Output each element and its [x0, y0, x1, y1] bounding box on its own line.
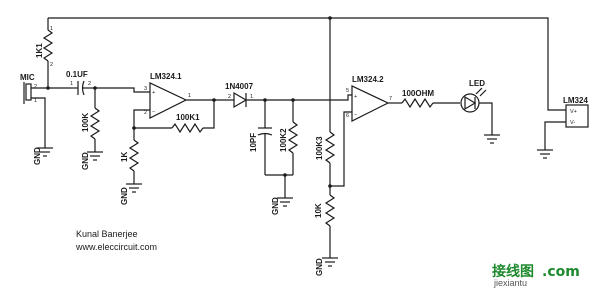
label-100ohm: 100OHM: [402, 89, 434, 98]
label-100k3: 100K3: [315, 136, 324, 160]
top-supply-rail: [48, 17, 566, 111]
label-ic-lm324: LM324: [563, 96, 588, 105]
label-100k: 100K: [81, 113, 90, 132]
label-opamp1: LM324.1: [150, 72, 182, 81]
microphone-icon: [23, 82, 32, 104]
pin-op1-2: 2: [144, 110, 147, 116]
label-10k: 10K: [314, 203, 323, 218]
label-vplus: V+: [570, 109, 577, 115]
resistor-10k: [324, 194, 336, 227]
opamp2-triangle: [351, 85, 390, 122]
ground-symbol-mic: [37, 147, 53, 157]
opamp1-minus: −: [152, 109, 155, 115]
opamp1-triangle: [149, 82, 188, 119]
label-gnd-rc: GND: [271, 197, 280, 215]
diode-output-wire: [246, 94, 352, 101]
ground-symbol-ic: [537, 149, 553, 159]
opamp2-plus: +: [354, 94, 357, 100]
resistor-100k2: [287, 121, 299, 154]
pin-1k1-1: 1: [50, 26, 53, 32]
pin-d-2: 2: [228, 94, 231, 100]
pin-op2-6: 6: [346, 113, 349, 119]
label-opamp2: LM324.2: [352, 75, 384, 84]
resistor-100k1: [171, 122, 204, 134]
pin-1k1-2: 2: [50, 62, 53, 68]
resistor-100ohm: [401, 97, 434, 109]
pin-mic-2: 2: [34, 84, 37, 90]
ground-symbol-rc: [277, 197, 293, 207]
label-mic: MIC: [20, 73, 35, 82]
pin-op2-7: 7: [389, 96, 392, 102]
pin-op1-1: 1: [188, 93, 191, 99]
credit-website: www.eleccircuit.com: [75, 242, 157, 252]
pin-mic-1: 1: [34, 98, 37, 104]
label-gnd-100k: GND: [81, 152, 90, 170]
pin-d-1: 1: [250, 94, 253, 100]
led-to-ground-wire: [479, 102, 493, 135]
divider-to-opamp2-minus: [330, 111, 352, 187]
junction-mic: [46, 86, 50, 90]
label-100k1: 100K1: [176, 113, 200, 122]
resistor-1k: [128, 139, 140, 172]
label-cap-01uf: 0.1UF: [66, 70, 88, 79]
label-1n4007: 1N4007: [225, 82, 254, 91]
opamp1-minus-wire: [133, 109, 150, 128]
label-10pf: 10PF: [249, 133, 258, 152]
ic-lm324-box: [565, 104, 589, 128]
wire-to-opamp1-plus: [95, 87, 150, 93]
pin-op2-5: 5: [346, 88, 349, 94]
label-gnd-10k: GND: [315, 258, 324, 276]
resistor-1k1: [42, 29, 54, 62]
label-gnd-mic: GND: [33, 147, 42, 165]
credit-author: Kunal Banerjee: [76, 229, 138, 239]
feedback-wire-right: [203, 100, 215, 129]
opamp2-minus: −: [354, 112, 357, 118]
resistor-100k: [89, 107, 101, 140]
label-100k2: 100K2: [279, 128, 288, 152]
vminus-wire: [544, 121, 566, 150]
pin-op1-3: 3: [144, 86, 147, 92]
capacitor-10pf: [257, 127, 273, 136]
label-vminus: V-: [570, 120, 575, 126]
pin-c1-1: 1: [70, 81, 73, 87]
junction-rail: [328, 16, 332, 20]
ground-symbol-1k: [126, 183, 142, 193]
ground-symbol-100k: [87, 151, 103, 161]
opamp1-plus: +: [152, 90, 155, 96]
label-1k1: 1K1: [35, 43, 44, 58]
watermark-com: .com: [542, 264, 580, 280]
resistor-100k3: [324, 131, 336, 164]
mic-ground-wire: [31, 97, 46, 148]
led-icon: [460, 87, 487, 113]
ground-symbol-led: [484, 134, 500, 144]
diode-1n4007: [233, 91, 248, 109]
label-gnd-1k: GND: [120, 187, 129, 205]
watermark-chinese: 接线图: [492, 263, 534, 280]
ground-symbol-10k: [322, 257, 338, 267]
pin-c1-2: 2: [88, 81, 91, 87]
label-1k: 1K: [120, 152, 129, 162]
label-led: LED: [469, 79, 485, 88]
watermark-pinyin: jiexiantu: [493, 278, 527, 288]
capacitor-01uf: [70, 80, 95, 96]
